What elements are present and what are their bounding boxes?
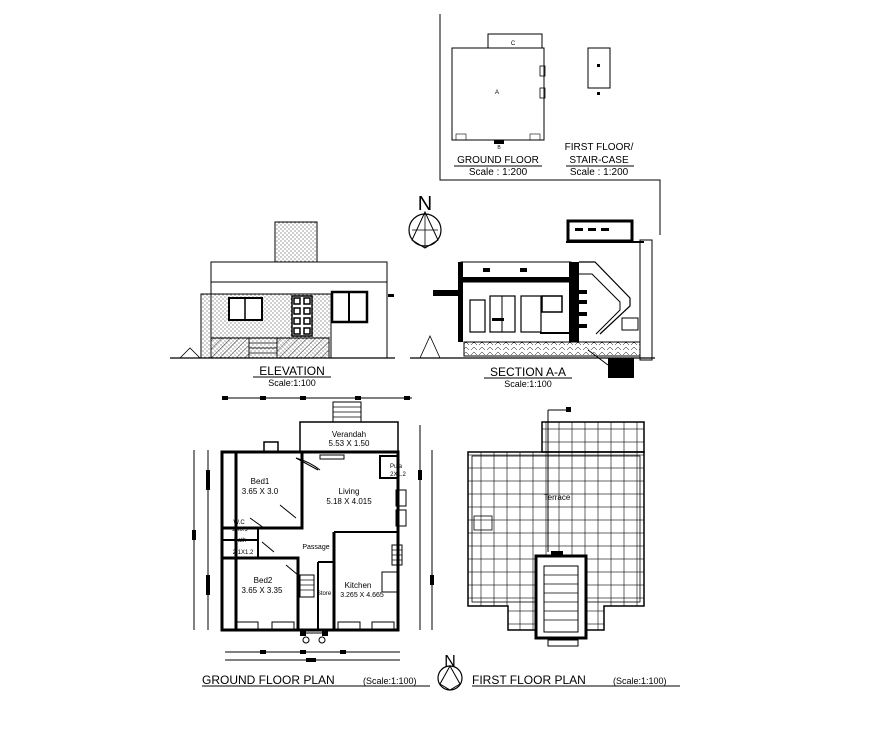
room-bed2-name: Bed2 (254, 576, 273, 585)
north-arrow-icon: N (408, 193, 442, 249)
room-living-name: Living (339, 487, 360, 496)
site-block-b-label: B (497, 145, 501, 151)
first-site-label-line1: FIRST FLOOR/ (565, 142, 634, 153)
elevation-drawing: ELEVATION Scale:1:100 (170, 221, 395, 388)
room-bed1-name: Bed1 (251, 477, 270, 486)
site-block-a-label: A (495, 90, 499, 96)
terrace-label: Terrace (544, 493, 571, 502)
section-drawing: SECTION A-A Scale:1:100 (410, 219, 655, 389)
first-site-scale: Scale : 1:200 (570, 167, 629, 178)
section-scale: Scale:1:100 (504, 379, 552, 389)
site-plan-ground-floor: C A B GROUND FLOOR Scale : 1:200 (451, 33, 546, 178)
ground-site-label: GROUND FLOOR (457, 155, 539, 166)
first-floor-plan-title: FIRST FLOOR PLAN (472, 673, 586, 687)
north-arrow-bottom-icon: N (437, 653, 463, 691)
room-verandah-size: 5.53 X 1.50 (329, 439, 370, 448)
ground-floor-plan: Verandah 5.53 X 1.50 Bed1 3.65 X 3.0 Liv… (192, 396, 434, 687)
site-plan-frame (439, 14, 661, 235)
room-passage-name: Passage (302, 544, 329, 551)
ground-floor-plan-title: GROUND FLOOR PLAN (202, 673, 335, 687)
north-arrow-bottom-label: N (444, 653, 456, 670)
room-bath-size: 2.1X1.2 (233, 550, 254, 556)
room-kitchen-name: Kitchen (345, 581, 372, 590)
first-floor-plan-scale: (Scale:1:100) (613, 676, 667, 686)
ground-site-scale: Scale : 1:200 (469, 167, 528, 178)
room-wc-name: W.C (233, 520, 245, 526)
room-kitchen-size: 3.265 X 4.665 (340, 592, 384, 599)
site-block-c-label: C (511, 41, 516, 47)
first-floor-plan: Terrace FIRST FLOOR PLAN (Scale:1:100) (467, 407, 680, 687)
room-living-size: 5.18 X 4.015 (326, 497, 372, 506)
section-title: SECTION A-A (490, 365, 566, 379)
first-site-label-line2: STAIR-CASE (569, 155, 629, 166)
north-arrow-label: N (418, 193, 432, 215)
site-plan-first-floor: FIRST FLOOR/ STAIR-CASE Scale : 1:200 (565, 47, 634, 178)
room-wc-size: 2X0.9 (232, 527, 248, 533)
room-bed2-size: 3.65 X 3.35 (242, 586, 283, 595)
room-verandah-name: Verandah (332, 430, 366, 439)
ground-floor-plan-scale: (Scale:1:100) (363, 676, 417, 686)
room-puja-size: 2X1.2 (390, 472, 406, 478)
room-puja-name: Puja (390, 464, 403, 470)
room-store-name: Store (317, 591, 332, 597)
room-bed1-size: 3.65 X 3.0 (242, 487, 279, 496)
room-bath-name: Bath (234, 538, 246, 544)
elevation-scale: Scale:1:100 (268, 378, 316, 388)
elevation-title: ELEVATION (259, 364, 325, 378)
